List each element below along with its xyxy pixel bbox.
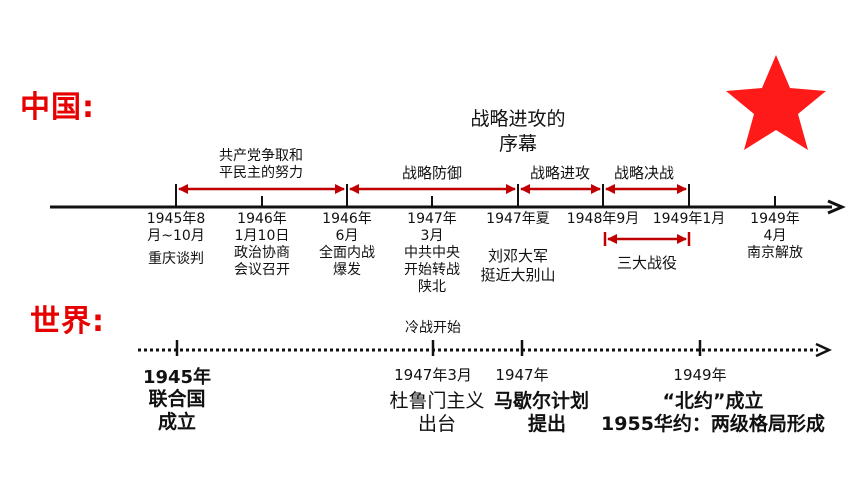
event-1949-jan: 1949年1月 bbox=[652, 211, 726, 227]
world-event-truman: 杜鲁门主义 出台 bbox=[389, 390, 485, 435]
phase-label-decisive: 战略决战 bbox=[613, 164, 674, 182]
event-shaanbei: 1947年 3月 中共中央 开始转战 陕北 bbox=[404, 211, 460, 295]
event-three-campaigns-date: 1948年9月 bbox=[566, 211, 640, 227]
event-chongqing: 1945年8 月~10月 重庆谈判 bbox=[146, 211, 206, 267]
china-label: 中国: bbox=[20, 90, 95, 125]
world-ticks bbox=[175, 340, 702, 356]
world-event-marshall-date: 1947年 bbox=[495, 366, 549, 384]
phase-label-defense: 战略防御 bbox=[401, 164, 462, 182]
world-axis-arrowhead bbox=[815, 342, 832, 358]
world-event-marshall: 马歇尔计划 提出 bbox=[494, 390, 590, 435]
event-civil-war: 1946年 6月 全面内战 爆发 bbox=[319, 211, 375, 278]
cold-war-start: 冷战开始 bbox=[405, 320, 461, 336]
event-pcc: 1946年 1月10日 政治协商 会议召开 bbox=[234, 211, 290, 278]
world-event-un: 联合国 成立 bbox=[148, 388, 206, 433]
event-dabie-desc: 刘邓大军 挺近大别山 bbox=[480, 247, 556, 284]
red-star-icon bbox=[726, 55, 826, 150]
phase-label-offensive: 战略进攻 bbox=[529, 164, 590, 182]
phase-label-peace-efforts: 共产党争取和 平民主的努力 bbox=[219, 148, 303, 181]
world-label: 世界: bbox=[30, 304, 105, 339]
three-campaigns-bracket bbox=[603, 232, 691, 246]
event-three-campaigns: 三大战役 bbox=[616, 254, 677, 272]
world-event-truman-date: 1947年3月 bbox=[394, 366, 472, 384]
strategic-offensive-prelude-header: 战略进攻的 序幕 bbox=[470, 108, 566, 155]
world-event-nato: “北约”成立 1955华约：两级格局形成 bbox=[601, 390, 825, 435]
event-nanjing: 1949年 4月 南京解放 bbox=[747, 211, 803, 261]
world-event-un-date: 1945年 bbox=[142, 367, 212, 388]
china-axis-arrowhead bbox=[827, 199, 846, 215]
event-dabie: 1947年夏 bbox=[486, 211, 550, 227]
world-event-nato-date: 1949年 bbox=[673, 366, 727, 384]
china-ticks bbox=[175, 184, 776, 207]
